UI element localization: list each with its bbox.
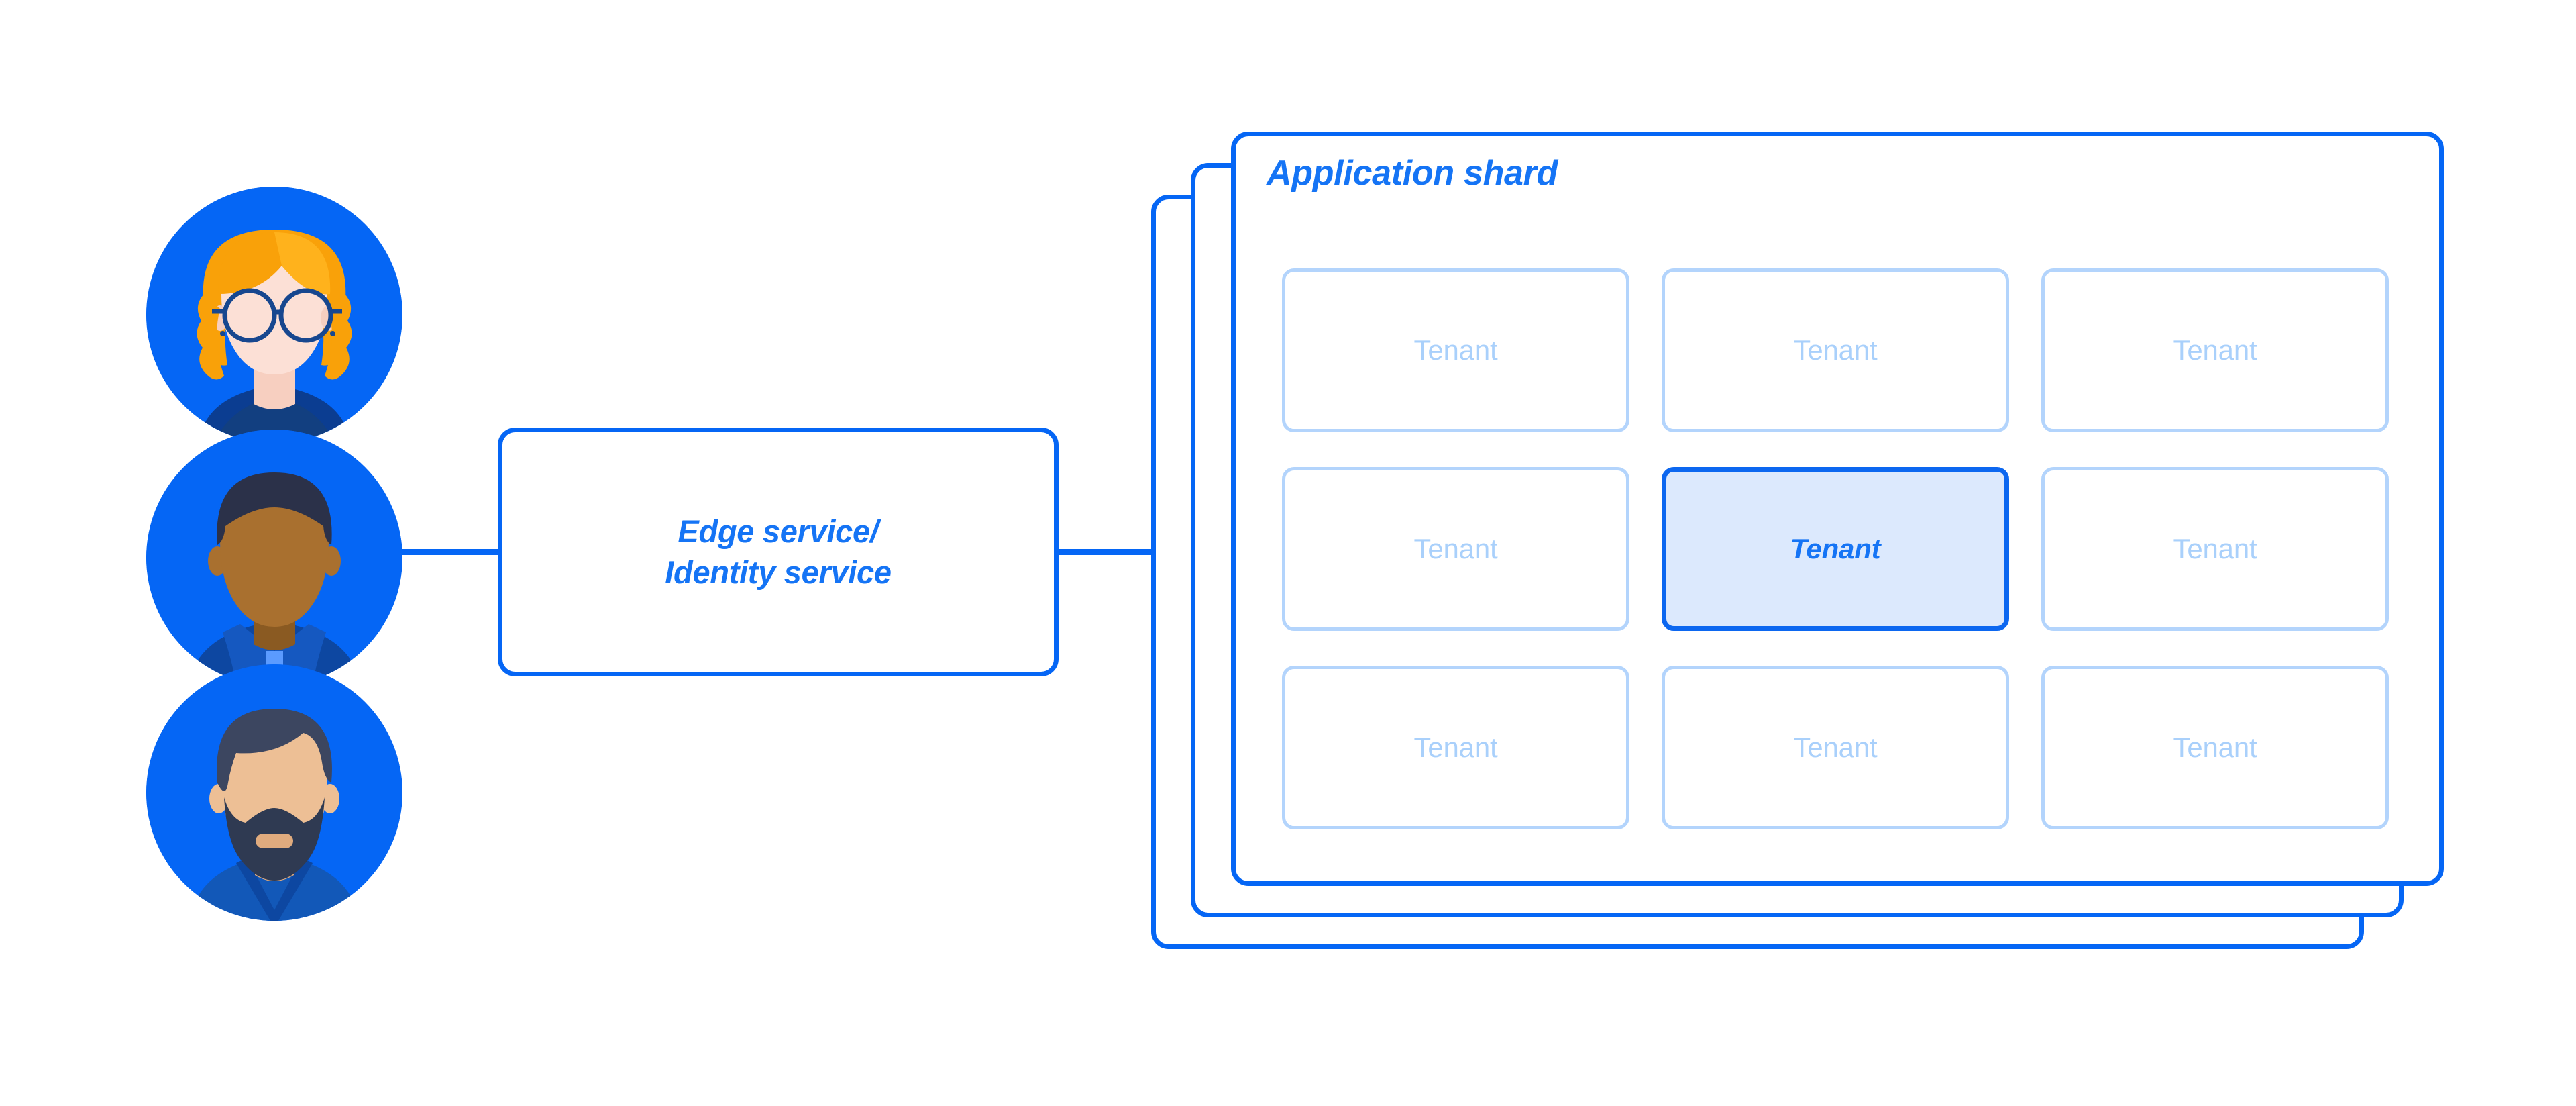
avatar-user-3[interactable]: [146, 664, 402, 921]
tenant-cell-1[interactable]: Tenant: [1282, 268, 1629, 432]
tenant-cell-7[interactable]: Tenant: [1282, 666, 1629, 830]
tenant-label-active: Tenant: [1790, 533, 1881, 564]
tenant-label: Tenant: [1413, 533, 1498, 564]
edge-service-label: Edge service/ Identity service: [665, 513, 892, 590]
tenant-cell-4[interactable]: Tenant: [1282, 467, 1629, 631]
connector-users-to-edge-service: [400, 549, 500, 555]
tenant-label: Tenant: [1793, 334, 1878, 366]
tenant-label: Tenant: [1413, 334, 1498, 366]
tenant-cell-3[interactable]: Tenant: [2041, 268, 2389, 432]
tenant-grid: Tenant Tenant Tenant Tenant Tenant Tenan…: [1282, 268, 2389, 830]
avatar-woman-glasses-illustration: [146, 187, 402, 443]
tenant-cell-2[interactable]: Tenant: [1662, 268, 2009, 432]
avatar-user-2[interactable]: [146, 430, 402, 686]
tenant-label: Tenant: [2173, 732, 2257, 763]
avatar-man-beard-illustration: [146, 664, 402, 921]
tenant-cell-9[interactable]: Tenant: [2041, 666, 2389, 830]
tenant-cell-6[interactable]: Tenant: [2041, 467, 2389, 631]
avatar-user-1[interactable]: [146, 187, 402, 443]
application-shard-title: Application shard: [1267, 154, 1558, 193]
tenant-label: Tenant: [1413, 732, 1498, 763]
tenant-label: Tenant: [2173, 334, 2257, 366]
tenant-cell-5-active[interactable]: Tenant: [1662, 467, 2009, 631]
tenant-cell-8[interactable]: Tenant: [1662, 666, 2009, 830]
connector-edge-service-to-shards: [1056, 549, 1155, 555]
tenant-label: Tenant: [2173, 533, 2257, 564]
avatar-man-short-hair-illustration: [146, 430, 402, 686]
edge-service-box[interactable]: Edge service/ Identity service: [498, 428, 1059, 676]
tenant-label: Tenant: [1793, 732, 1878, 763]
